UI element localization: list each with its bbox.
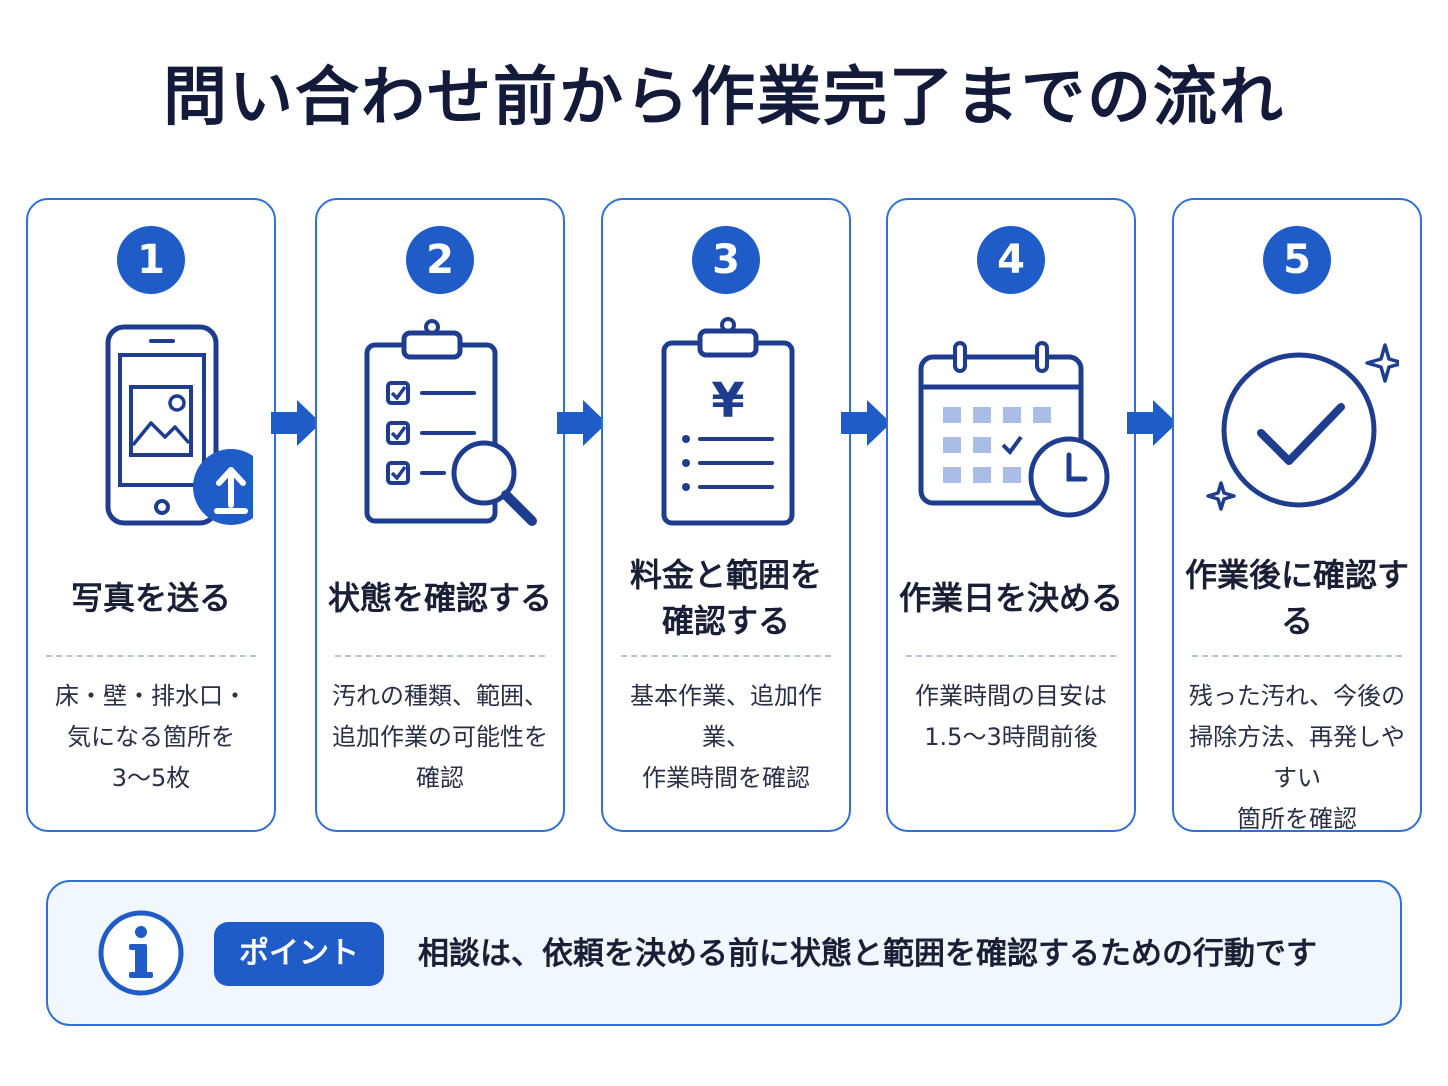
step-card-4: 4 作業日を決める 作業時間の目安は 1.5～3時間前後 (886, 198, 1136, 832)
step-title: 写真を送る (70, 579, 231, 617)
step-description: 基本作業、追加作業、 作業時間を確認 (630, 682, 822, 792)
step-card-2: 2 状態を確認する 汚れの種類、範囲、 追加作業の可能性を 確認 (315, 198, 565, 832)
divider (1192, 655, 1402, 657)
step-number-badge: 5 (1263, 226, 1331, 294)
step-card-5: 5 作業後に確認する 残った汚れ、今後の 掃除方法、再発しやすい 箇所を確認 (1172, 198, 1422, 833)
step-description: 残った汚れ、今後の 掃除方法、再発しやすい 箇所を確認 (1188, 682, 1406, 833)
step-number-badge: 2 (406, 226, 474, 294)
step-description: 床・壁・排水口・ 気になる箇所を 3～5枚 (55, 682, 247, 792)
step-number-badge: 1 (117, 226, 185, 294)
svg-text:¥: ¥ (711, 373, 744, 429)
divider (621, 655, 831, 657)
arrow-right-icon (1127, 400, 1177, 446)
arrow-right-icon (271, 400, 321, 446)
check-circle-sparkle-icon (1206, 343, 1399, 511)
divider (46, 655, 256, 657)
step-description: 作業時間の目安は 1.5～3時間前後 (915, 682, 1107, 751)
step-number-badge: 3 (692, 226, 760, 294)
smartphone-upload-icon (105, 324, 253, 526)
point-box: ポイント 相談は、依頼を決める前に状態と範囲を確認するための行動です (46, 880, 1402, 1026)
step-number-badge: 4 (977, 226, 1045, 294)
point-label: ポイント (214, 922, 384, 986)
step-description: 汚れの種類、範囲、 追加作業の可能性を 確認 (332, 682, 548, 792)
point-text: 相談は、依頼を決める前に状態と範囲を確認するための行動です (418, 936, 1317, 972)
divider (906, 655, 1116, 657)
info-icon (98, 910, 184, 996)
step-title: 料金と範囲を 確認する (629, 556, 822, 640)
calendar-clock-icon (918, 341, 1110, 518)
step-card-1: 1 写真を送る 床・壁・排水口・ 気になる箇所を 3～5枚 (26, 198, 276, 832)
arrow-right-icon (557, 400, 607, 446)
arrow-right-icon (841, 400, 891, 446)
step-title: 作業後に確認する (1184, 556, 1409, 640)
clipboard-checklist-search-icon (364, 319, 537, 526)
step-title: 作業日を決める (898, 579, 1123, 617)
page-title: 問い合わせ前から作業完了までの流れ (163, 61, 1285, 135)
divider (335, 655, 545, 657)
clipboard-yen-icon: ¥ (661, 317, 795, 526)
step-card-3: 3 ¥ 料金と範囲を 確認する 基本作業、追加作業、 作業時間を確認 (601, 198, 851, 832)
step-title: 状態を確認する (327, 579, 552, 617)
